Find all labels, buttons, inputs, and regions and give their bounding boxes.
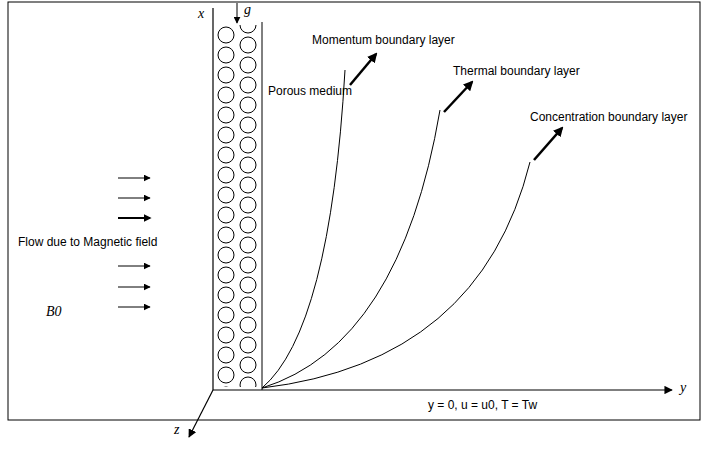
leader-arrow: [444, 82, 472, 112]
thermal-curve: [262, 110, 440, 388]
layer-label: Momentum boundary layer: [312, 33, 455, 47]
leader-arrow: [350, 54, 376, 85]
axis-label: z: [174, 422, 179, 438]
concentration-curve: [262, 162, 530, 388]
momentum-curve: [262, 70, 345, 388]
y-axis: [213, 389, 672, 390]
layer-label: Thermal boundary layer: [453, 64, 580, 78]
porous-plate: [213, 25, 262, 387]
leader-arrow: [534, 128, 562, 160]
z-axis: [189, 390, 213, 437]
axis-label: y: [680, 380, 686, 396]
x-axis: [212, 8, 213, 390]
gravity-arrow: [237, 3, 238, 23]
field-label: Flow due to Magnetic field: [18, 235, 157, 249]
field-symbol: B0: [46, 304, 62, 320]
gravity-label: g: [244, 2, 251, 18]
layer-label: Concentration boundary layer: [530, 110, 687, 124]
plate-edge: [262, 22, 263, 390]
axis-label: x: [198, 6, 204, 22]
boundary-condition: y = 0, u = u0, T = Tw: [428, 398, 537, 412]
region-label: Porous medium: [268, 84, 352, 98]
figure-frame: [8, 2, 700, 420]
